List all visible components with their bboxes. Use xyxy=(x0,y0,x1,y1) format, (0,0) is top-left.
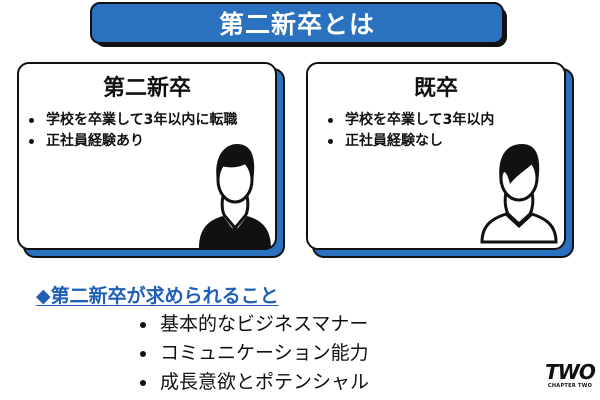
list-item-text: 正社員経験あり xyxy=(46,133,144,149)
card-list: 学校を卒業して3年以内に転職 正社員経験あり xyxy=(29,110,237,152)
page-title: 第二新卒とは xyxy=(218,10,375,39)
list-item: 正社員経験あり xyxy=(29,131,237,152)
card-title: 既卒 xyxy=(413,76,458,101)
card-body: 第二新卒 学校を卒業して3年以内に転職 正社員経験あり xyxy=(17,62,277,250)
bullet-icon xyxy=(140,350,146,357)
list-item-text: 正社員経験なし xyxy=(345,133,443,149)
chapter-two-logo: TWO CHAPTER TWO xyxy=(545,360,596,396)
bullet-icon xyxy=(29,118,34,123)
list-item-text: 学校を卒業して3年以内に転職 xyxy=(46,112,238,128)
logo-mark: TWO xyxy=(545,360,596,384)
title-bar: 第二新卒とは xyxy=(90,2,504,44)
list-item: 正社員経験なし xyxy=(328,131,494,152)
bullet-icon xyxy=(29,139,34,144)
bullet-icon xyxy=(328,139,333,144)
card-list: 学校を卒業して3年以内 正社員経験なし xyxy=(328,110,494,152)
businessman-avatar-icon xyxy=(199,144,271,248)
bullet-icon xyxy=(328,118,333,123)
card-already-graduated: 既卒 学校を卒業して3年以内 正社員経験なし xyxy=(306,62,574,258)
list-item-text: コミュニケーション能力 xyxy=(160,342,369,364)
list-item-text: 成長意欲とポテンシャル xyxy=(160,371,370,393)
list-item: 学校を卒業して3年以内 xyxy=(328,110,494,131)
card-title: 第二新卒 xyxy=(102,76,191,101)
logo-text: CHAPTER TWO xyxy=(547,383,593,389)
list-item: 基本的なビジネスマナー xyxy=(140,310,369,339)
list-item-text: 基本的なビジネスマナー xyxy=(160,313,369,335)
requirements-list: 基本的なビジネスマナー コミュニケーション能力 成長意欲とポテンシャル xyxy=(140,310,369,397)
bullet-icon xyxy=(140,321,146,328)
card-second-new-graduate: 第二新卒 学校を卒業して3年以内に転職 正社員経験あり xyxy=(17,62,285,258)
bullet-icon xyxy=(140,379,146,386)
list-item: 成長意欲とポテンシャル xyxy=(140,368,369,397)
list-item: コミュニケーション能力 xyxy=(140,339,369,368)
card-body: 既卒 学校を卒業して3年以内 正社員経験なし xyxy=(306,62,566,250)
title-banner: 第二新卒とは xyxy=(90,2,507,47)
list-item: 学校を卒業して3年以内に転職 xyxy=(29,110,237,131)
requirements-heading: ◆第二新卒が求められること xyxy=(36,285,279,307)
list-item-text: 学校を卒業して3年以内 xyxy=(345,112,495,128)
casual-person-avatar-icon xyxy=(480,144,558,244)
